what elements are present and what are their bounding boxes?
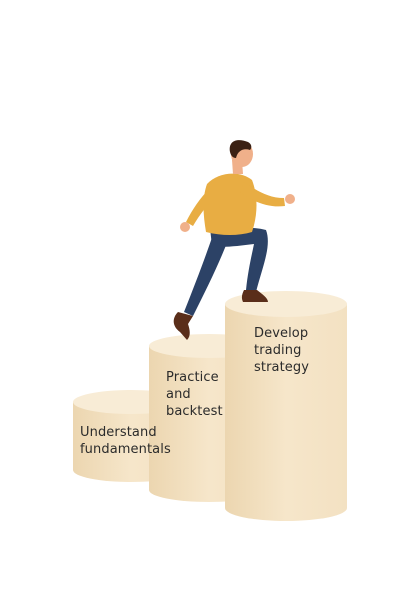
step-label-3: Develop trading strategy bbox=[254, 325, 309, 376]
step-label-1: Understand fundamentals bbox=[80, 424, 171, 458]
step-label-2-line-1: Practice bbox=[166, 370, 219, 385]
person-climbing-icon bbox=[173, 140, 295, 340]
step-label-3-line-1: Develop bbox=[254, 326, 309, 341]
step-label-1-line-2: fundamentals bbox=[80, 442, 171, 457]
step-label-2-line-3: backtest bbox=[166, 404, 223, 419]
step-label-2: Practice and backtest bbox=[166, 369, 223, 420]
step-label-3-line-2: trading bbox=[254, 343, 302, 358]
step-label-1-line-1: Understand bbox=[80, 425, 157, 440]
step-label-3-line-3: strategy bbox=[254, 360, 310, 375]
step-label-2-line-2: and bbox=[166, 387, 191, 402]
